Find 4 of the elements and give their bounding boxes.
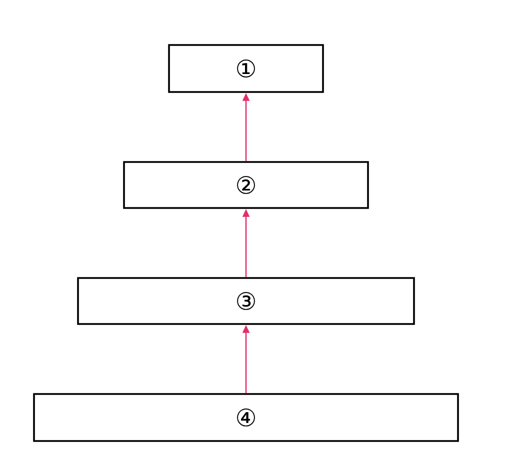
process-box: ③: [77, 277, 415, 325]
process-box: ①: [168, 44, 324, 93]
process-box: ④: [33, 393, 459, 442]
process-box: ②: [123, 161, 369, 209]
